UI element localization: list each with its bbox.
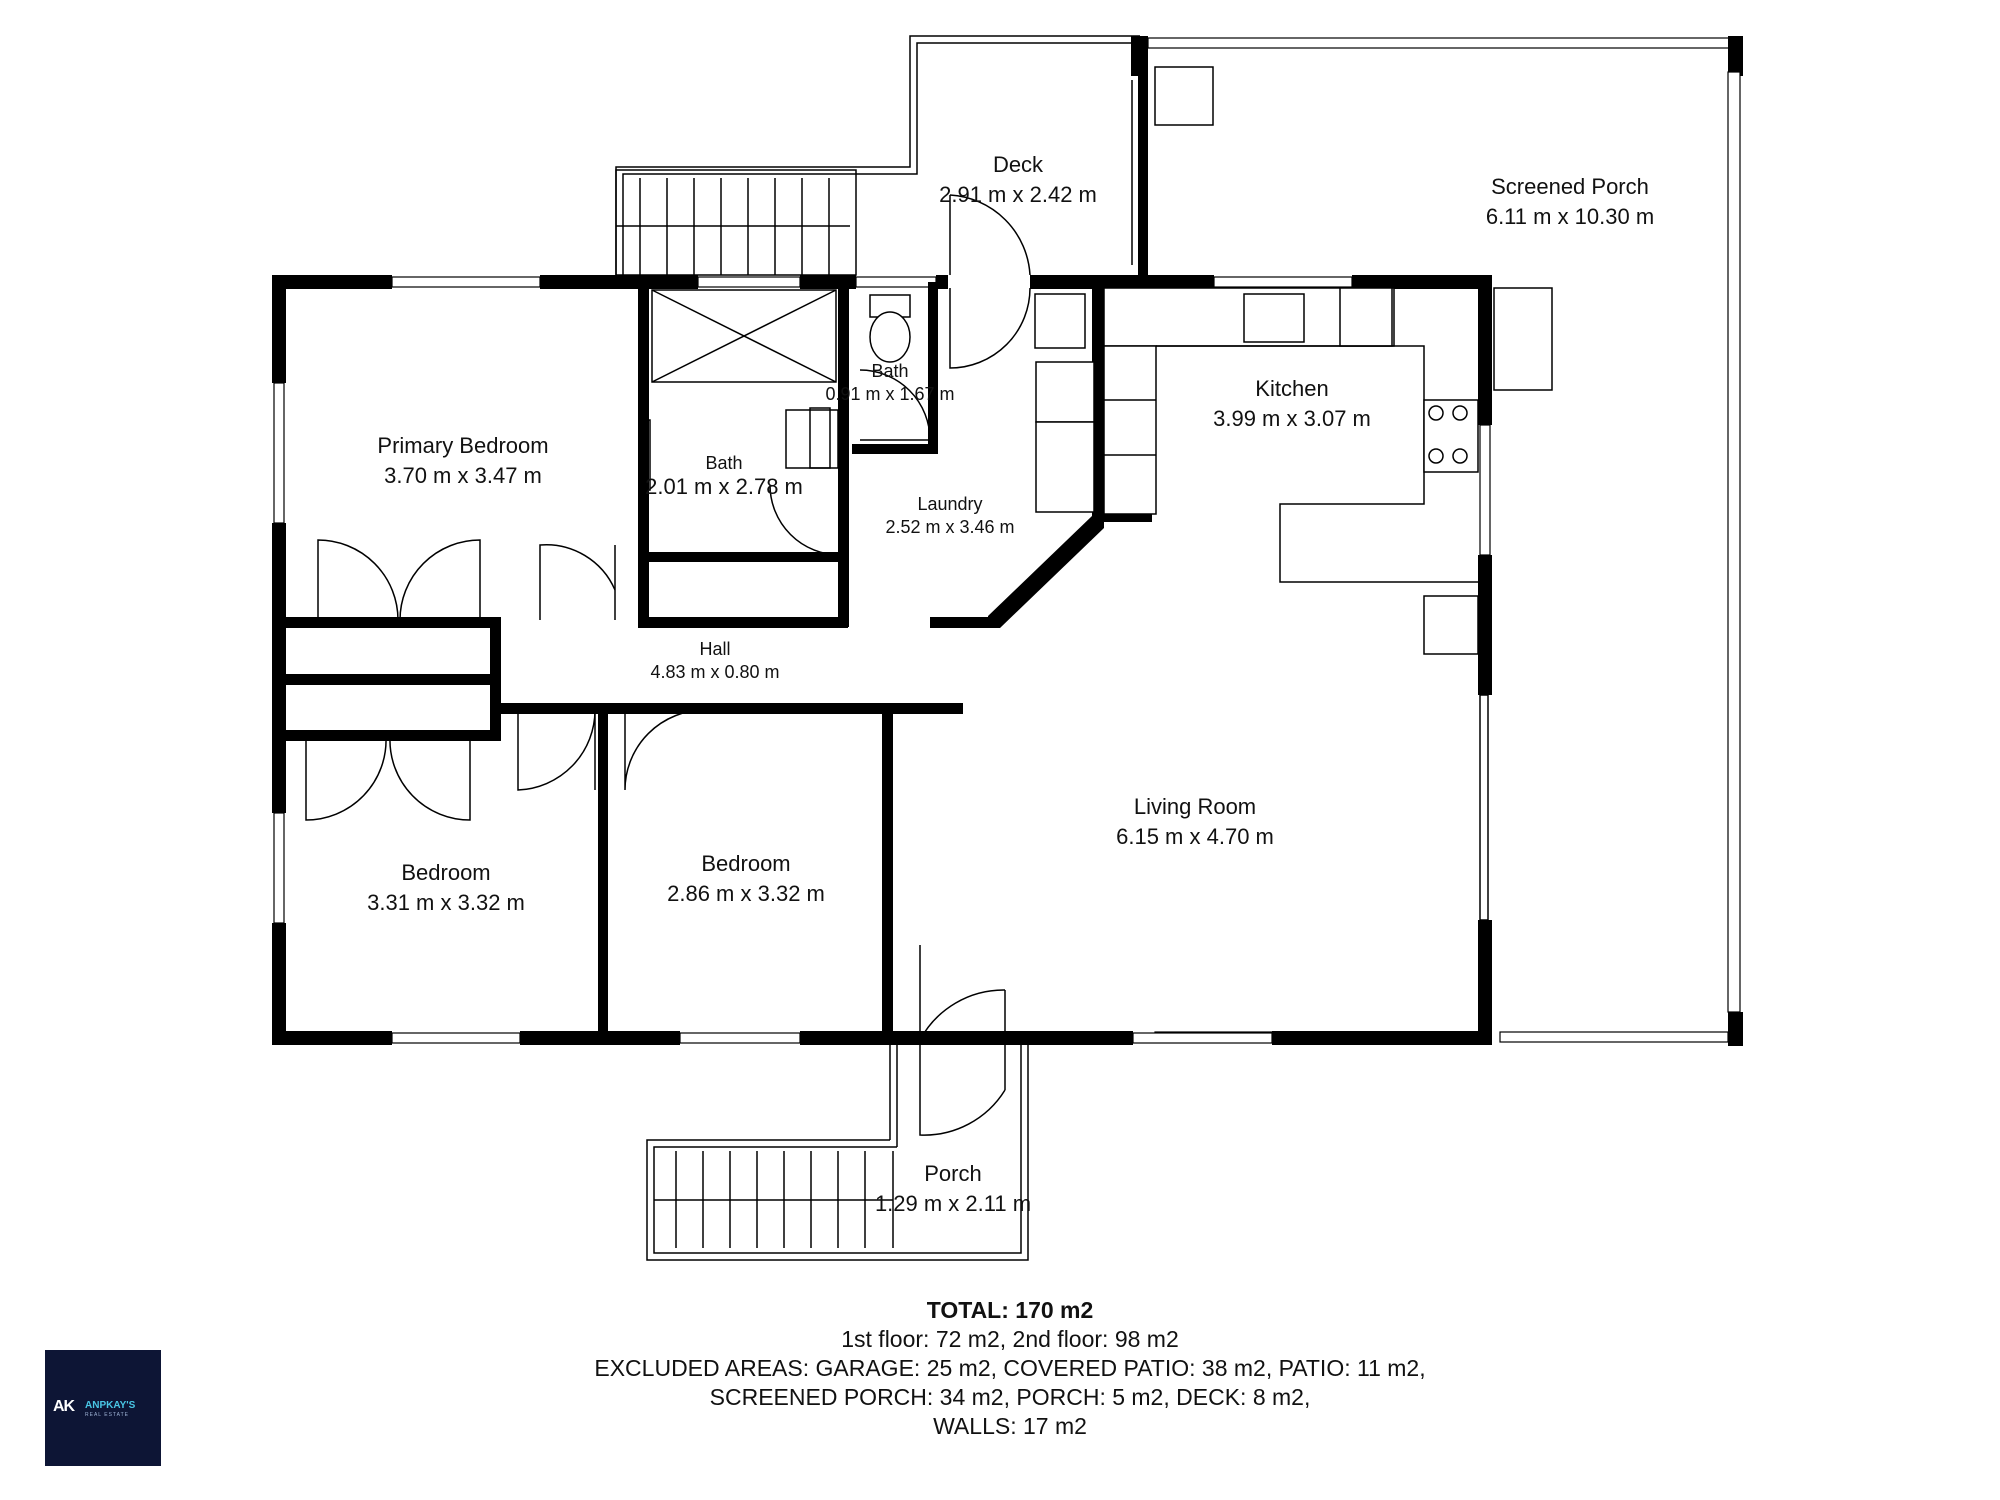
room-name: Screened Porch xyxy=(1491,174,1649,199)
room-name: Porch xyxy=(924,1161,981,1186)
room-dims: 3.70 m x 3.47 m xyxy=(384,463,542,488)
room-label-screened-porch: Screened Porch 6.11 m x 10.30 m xyxy=(1486,174,1654,229)
room-label-bath-small: Bath 0.91 m x 1.67 m xyxy=(825,361,954,404)
total-area: TOTAL: 170 m2 xyxy=(926,1297,1094,1323)
room-name: Bath xyxy=(705,453,742,473)
room-dims: 2.86 m x 3.32 m xyxy=(667,881,825,906)
room-label-porch: Porch 1.29 m x 2.11 m xyxy=(875,1161,1031,1216)
logo-brand: ANPKAY'S xyxy=(85,1400,136,1411)
room-dims: 3.31 m x 3.32 m xyxy=(367,890,525,915)
screened-porch-outline xyxy=(1131,36,1743,1046)
room-dims: 2.52 m x 3.46 m xyxy=(885,517,1014,537)
doors xyxy=(305,194,1031,1136)
room-dims: 4.83 m x 0.80 m xyxy=(650,662,779,682)
room-name: Hall xyxy=(699,639,730,659)
room-name: Laundry xyxy=(917,494,982,514)
room-label-hall: Hall 4.83 m x 0.80 m xyxy=(650,639,779,682)
room-dims: 6.15 m x 4.70 m xyxy=(1116,824,1274,849)
room-dims: 0.91 m x 1.67 m xyxy=(825,384,954,404)
room-name: Living Room xyxy=(1134,794,1256,819)
room-name: Deck xyxy=(993,152,1044,177)
kitchen-fixtures xyxy=(1035,287,1479,655)
excluded-areas-line-2: SCREENED PORCH: 34 m2, PORCH: 5 m2, DECK… xyxy=(709,1384,1311,1410)
room-name: Bedroom xyxy=(701,851,790,876)
room-label-laundry: Laundry 2.52 m x 3.46 m xyxy=(885,494,1014,537)
room-dims: 6.11 m x 10.30 m xyxy=(1486,204,1654,229)
room-label-bedroom-1: Bedroom 3.31 m x 3.32 m xyxy=(367,860,525,915)
room-dims: 1.29 m x 2.11 m xyxy=(875,1191,1031,1216)
room-dims: 2.01 m x 2.78 m xyxy=(645,474,803,499)
room-label-bedroom-2: Bedroom 2.86 m x 3.32 m xyxy=(667,851,825,906)
area-summary: TOTAL: 170 m2 1st floor: 72 m2, 2nd floo… xyxy=(500,1296,1520,1441)
exterior-walls xyxy=(272,275,1492,1045)
room-name: Bath xyxy=(871,361,908,381)
brand-logo: AK ANPKAY'S REAL ESTATE xyxy=(45,1350,161,1466)
room-name: Bedroom xyxy=(401,860,490,885)
logo-subtitle: REAL ESTATE xyxy=(85,1412,129,1418)
deck-stairs xyxy=(616,178,850,275)
room-label-bath: Bath 2.01 m x 2.78 m xyxy=(645,453,803,499)
room-dims: 3.99 m x 3.07 m xyxy=(1213,406,1371,431)
porch-outline xyxy=(646,1045,1029,1261)
room-label-kitchen: Kitchen 3.99 m x 3.07 m xyxy=(1213,376,1371,431)
room-name: Kitchen xyxy=(1255,376,1328,401)
room-dims: 2.91 m x 2.42 m xyxy=(939,182,1097,207)
interior-walls xyxy=(282,282,1152,1043)
deck-outline xyxy=(615,35,1140,276)
room-label-deck: Deck 2.91 m x 2.42 m xyxy=(939,152,1097,207)
room-label-living-room: Living Room 6.15 m x 4.70 m xyxy=(1116,794,1274,849)
bath-fixtures xyxy=(644,289,1086,562)
excluded-areas-line-3: WALLS: 17 m2 xyxy=(933,1413,1087,1439)
excluded-areas-line-1: EXCLUDED AREAS: GARAGE: 25 m2, COVERED P… xyxy=(594,1355,1426,1381)
logo-mark: AK xyxy=(53,1398,75,1415)
floor-areas: 1st floor: 72 m2, 2nd floor: 98 m2 xyxy=(841,1326,1179,1352)
room-name: Primary Bedroom xyxy=(377,433,548,458)
room-label-primary-bedroom: Primary Bedroom 3.70 m x 3.47 m xyxy=(377,433,548,488)
